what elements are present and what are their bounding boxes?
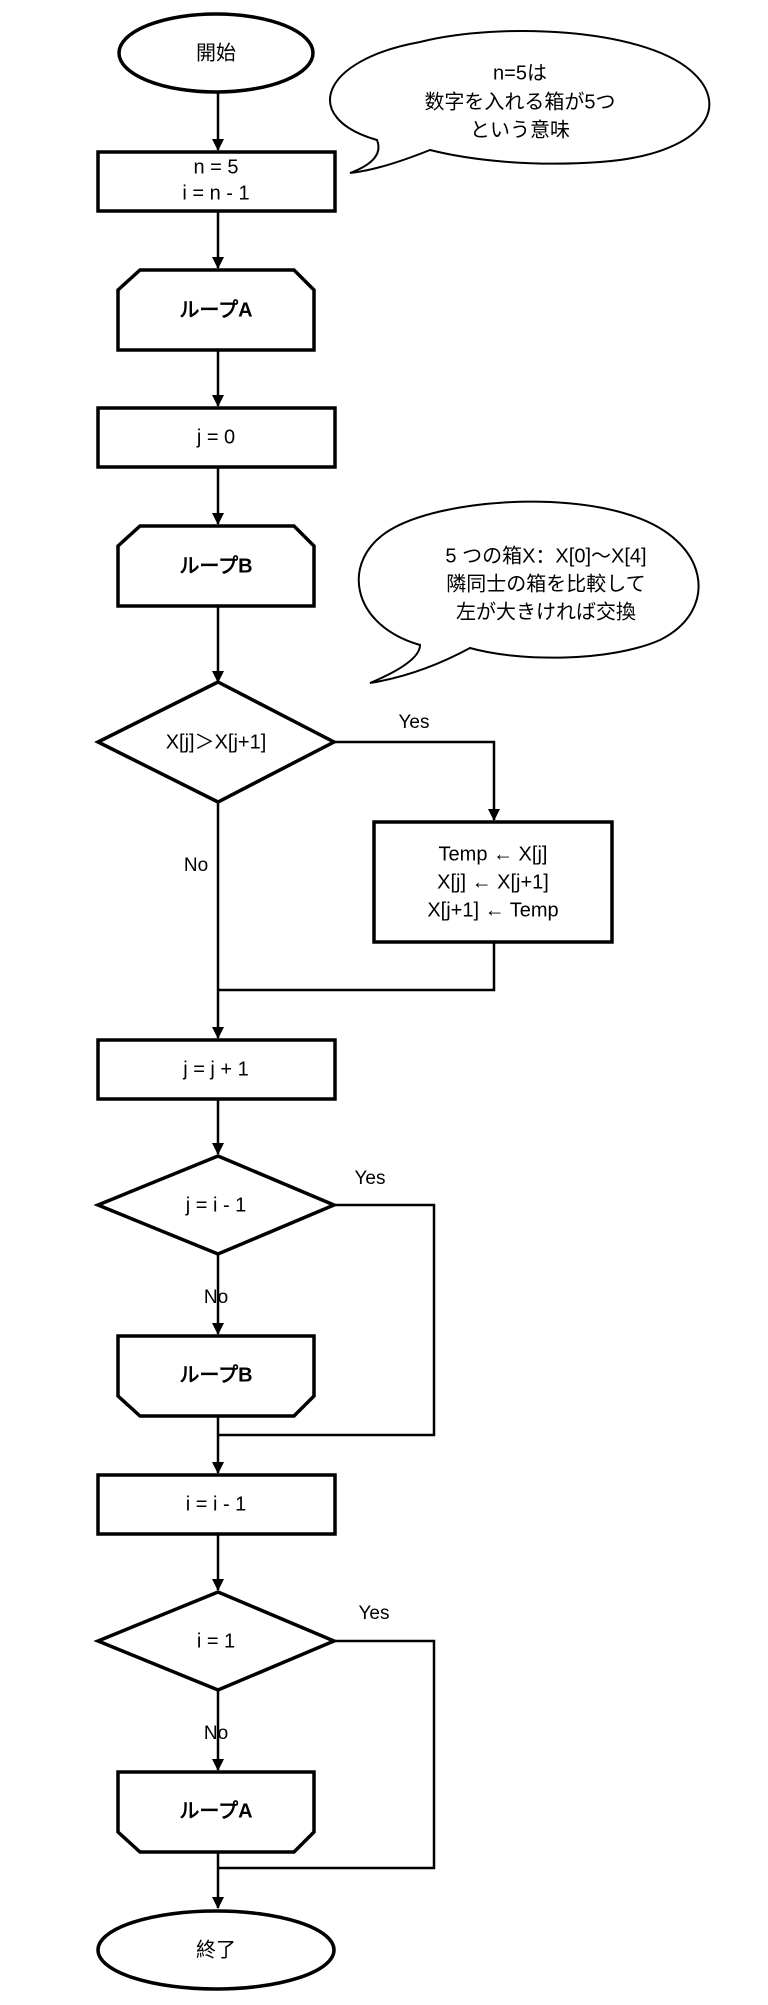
init-line-1: n = 5 xyxy=(193,156,238,178)
box-note-line-2: 隣同士の箱を比較して xyxy=(446,572,645,595)
swap-line-3: X[j+1] ← Temp xyxy=(427,899,558,921)
edge-checkj-yes xyxy=(218,1203,436,1437)
n-note-line-3: という意味 xyxy=(470,118,570,141)
compare-yes-label: Yes xyxy=(399,712,430,733)
check-j-yes-label: Yes xyxy=(355,1168,386,1189)
j-inc-label: j = j + 1 xyxy=(182,1058,249,1080)
box-note-line-3: 左が大きければ交換 xyxy=(456,600,636,623)
loop-a-end-label: ループA xyxy=(179,1799,252,1822)
loop-b-end-label: ループB xyxy=(179,1363,252,1386)
check-j-decision: j = i - 1 xyxy=(93,1154,339,1256)
check-i-no-label: No xyxy=(204,1723,228,1744)
callout-n-note: n=5は 数字を入れる箱が5つ という意味 xyxy=(329,29,711,174)
callout-box-note: 5 つの箱X：X[0]～X[4] 隣同士の箱を比較して 左が大きければ交換 xyxy=(357,500,700,684)
compare-label: X[j]＞X[j+1] xyxy=(166,731,267,753)
check-j-no-label: No xyxy=(204,1287,228,1308)
loop-b-start: ループB xyxy=(116,524,316,608)
swap-process: Temp ← X[j] X[j] ← X[j+1] X[j+1] ← Temp xyxy=(372,820,614,944)
connectors xyxy=(212,93,500,1909)
swap-line-1: Temp ← X[j] xyxy=(439,843,548,865)
check-i-decision: i = 1 xyxy=(93,1590,339,1692)
check-i-yes-label: Yes xyxy=(359,1603,390,1624)
loop-a-start-label: ループA xyxy=(179,298,252,321)
n-note-line-2: 数字を入れる箱が5つ xyxy=(424,90,615,113)
edge-compare-yes xyxy=(334,740,500,821)
loop-a-end: ループA xyxy=(116,1770,316,1854)
check-i-label: i = 1 xyxy=(197,1630,235,1652)
end-terminal: 終了 xyxy=(96,1909,336,1991)
edge-swap-merge xyxy=(218,942,496,992)
compare-no-label: No xyxy=(184,855,208,876)
box-note-line-1: 5 つの箱X：X[0]～X[4] xyxy=(445,544,646,567)
start-label: 開始 xyxy=(196,41,236,64)
loop-b-start-label: ループB xyxy=(179,554,252,577)
edge-checki-yes xyxy=(218,1639,436,1870)
i-dec-label: i = i - 1 xyxy=(186,1493,247,1515)
check-j-label: j = i - 1 xyxy=(185,1194,247,1216)
n-note-line-1: n=5は xyxy=(493,62,547,84)
loop-a-start: ループA xyxy=(116,268,316,352)
start-terminal: 開始 xyxy=(117,12,315,94)
i-dec-process: i = i - 1 xyxy=(96,1473,337,1536)
loop-b-end: ループB xyxy=(116,1334,316,1418)
j-init-label: j = 0 xyxy=(196,426,235,448)
compare-decision: X[j]＞X[j+1] xyxy=(94,680,338,804)
j-init-process: j = 0 xyxy=(96,406,337,469)
j-inc-process: j = j + 1 xyxy=(96,1038,337,1101)
swap-line-2: X[j] ← X[j+1] xyxy=(437,871,549,893)
init-process: n = 5 i = n - 1 xyxy=(96,150,337,213)
end-label: 終了 xyxy=(196,1938,236,1961)
init-line-2: i = n - 1 xyxy=(182,182,249,204)
